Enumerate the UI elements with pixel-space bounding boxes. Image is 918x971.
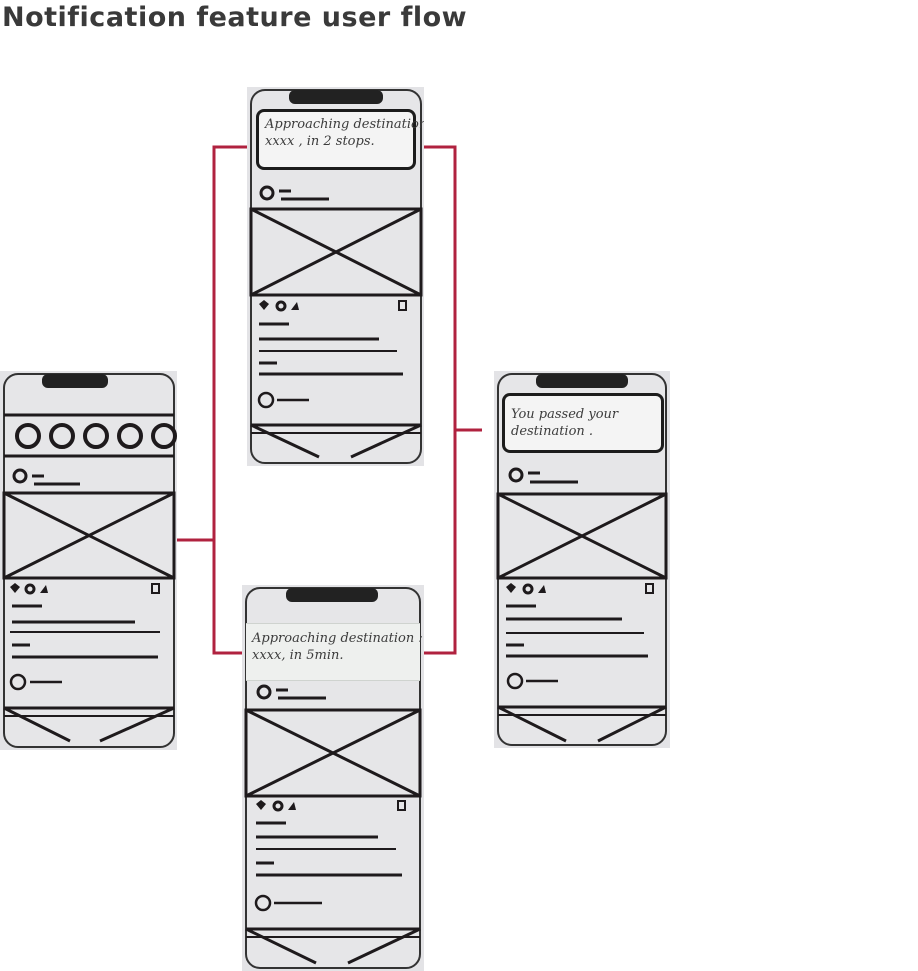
notification-line-2: xxxx, in 5min. <box>252 648 344 663</box>
story-circle <box>151 423 177 449</box>
notification-line-2: xxxx , in 2 stops. <box>265 134 375 149</box>
screen-home <box>0 371 177 750</box>
connector-stops-to-passed <box>406 145 482 432</box>
story-circle <box>117 423 143 449</box>
screen-passed-destination: You passed your destination . <box>494 371 670 748</box>
notification-line-1: Approaching destination: <box>265 117 424 132</box>
phone-sketch-minutes <box>244 587 422 969</box>
phone-sketch-passed <box>496 373 668 746</box>
story-circle <box>49 423 75 449</box>
notification-banner: Approaching destination : xxxx, in 5min. <box>246 623 423 681</box>
phone-sketch-stops <box>249 89 423 464</box>
screen-approaching-stops: Approaching destination: xxxx , in 2 sto… <box>247 87 424 466</box>
phone-sketch-home <box>2 373 177 748</box>
story-circle <box>15 423 41 449</box>
notification-banner: You passed your destination . <box>502 393 664 453</box>
connector-home-to-stops <box>177 145 264 542</box>
screen-approaching-minutes: Approaching destination : xxxx, in 5min. <box>242 585 424 971</box>
notification-banner: Approaching destination: xxxx , in 2 sto… <box>256 109 424 170</box>
notification-line-2: destination . <box>511 424 594 439</box>
notification-line-1: You passed your <box>511 407 619 422</box>
page-title: Notification feature user flow <box>2 2 468 33</box>
notification-line-1: Approaching destination : <box>252 631 423 646</box>
story-circle <box>83 423 109 449</box>
